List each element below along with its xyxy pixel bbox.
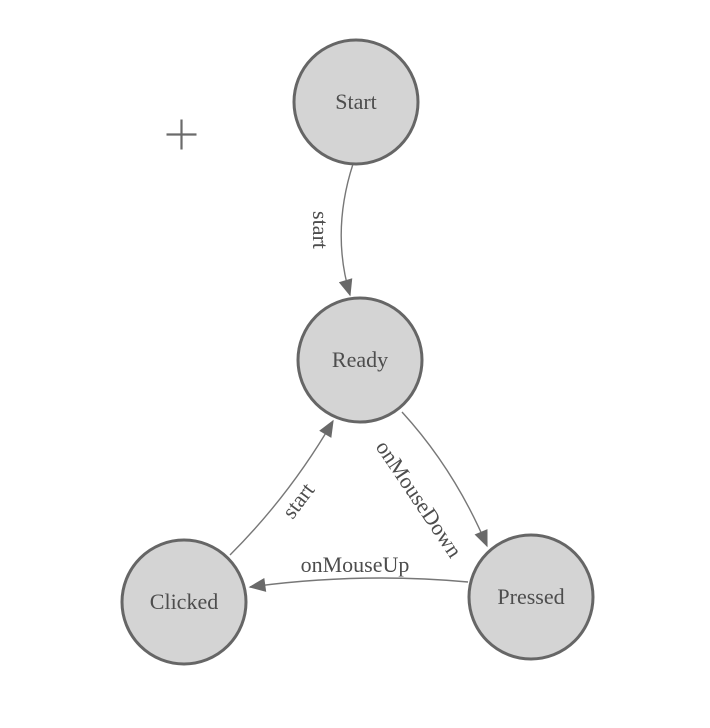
transition-edge[interactable] [248, 577, 469, 592]
state-circle[interactable] [467, 533, 595, 661]
transition-label: onMouseDown [371, 436, 468, 562]
state-node-start[interactable]: Start [292, 38, 420, 166]
state-node-pressed[interactable]: Pressed [467, 533, 595, 661]
transition-start-to-ready[interactable]: start [308, 163, 354, 297]
transition-clicked-to-ready[interactable]: start [229, 419, 334, 556]
state-label: Ready [332, 347, 388, 372]
state-circle[interactable] [296, 296, 424, 424]
transition-label: start [308, 211, 333, 249]
state-label: Pressed [497, 584, 564, 609]
state-circle[interactable] [292, 38, 420, 166]
state-node-ready[interactable]: Ready [296, 296, 424, 424]
transition-ready-to-pressed[interactable]: onMouseDown [371, 411, 488, 562]
transition-edge[interactable] [401, 411, 488, 548]
transition-label: onMouseUp [301, 552, 410, 577]
crosshair-cursor-icon [166, 119, 197, 150]
transition-edge[interactable] [338, 163, 354, 297]
state-label: Clicked [150, 589, 218, 614]
state-node-clicked[interactable]: Clicked [120, 538, 248, 666]
state-label: Start [335, 89, 377, 114]
transition-label: start [277, 478, 320, 523]
transition-edge[interactable] [229, 419, 334, 556]
state-circle[interactable] [120, 538, 248, 666]
transition-pressed-to-clicked[interactable]: onMouseUp [248, 552, 469, 592]
